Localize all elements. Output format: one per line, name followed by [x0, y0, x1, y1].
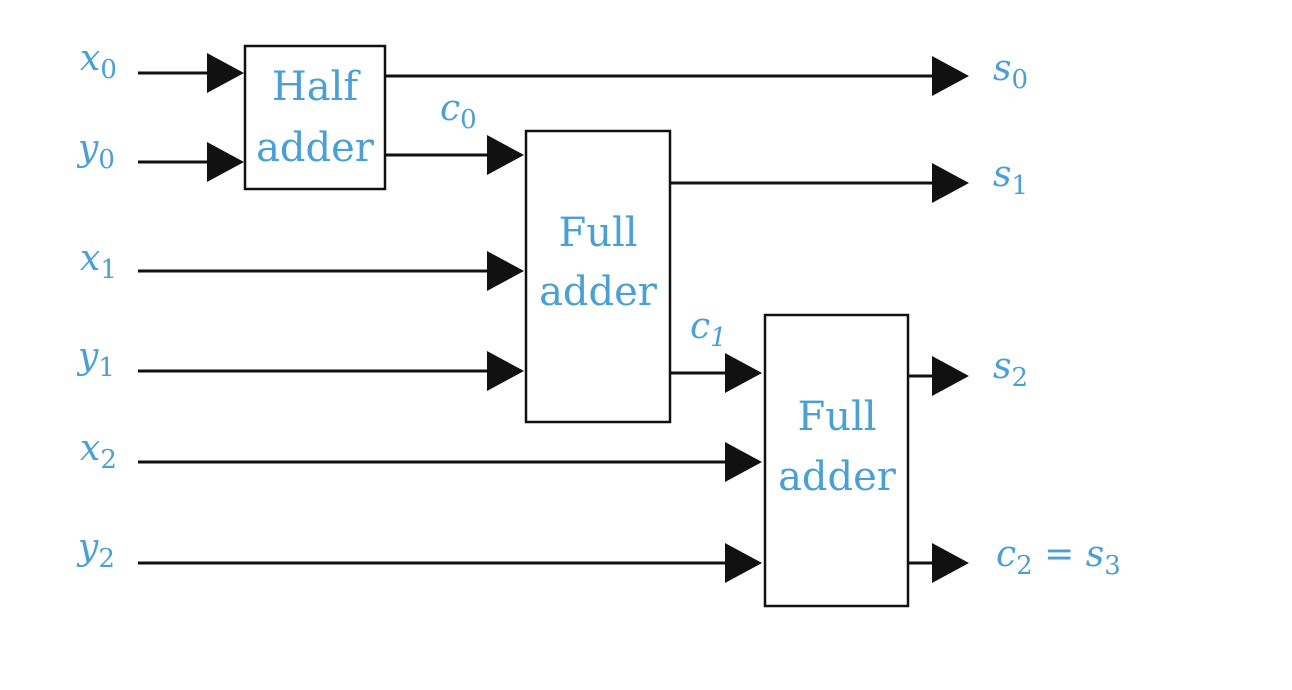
full-adder-2-label-line1: Full: [797, 394, 876, 440]
arrowhead-y1: [487, 351, 524, 391]
input-label-x0: x0: [80, 38, 117, 85]
full-adder-1-box: [524, 129, 672, 424]
arrowhead-c0: [487, 135, 524, 175]
half-adder-label-line2: adder: [256, 125, 375, 171]
arrowhead-x1: [487, 251, 524, 291]
input-label-y1: y1: [76, 336, 115, 383]
arrowhead-x2: [725, 442, 762, 482]
full-adder-2-box: [763, 313, 910, 608]
full-adder-2-label-line2: adder: [778, 454, 897, 500]
output-label-s1: s1: [993, 154, 1028, 201]
arrowhead-s2: [932, 356, 969, 396]
output-label-s0: s0: [993, 48, 1028, 95]
arrowhead-c1: [725, 353, 762, 393]
carry-labels: c0 c1: [440, 88, 727, 353]
carry-label-c1: c1: [690, 306, 727, 353]
output-label-s2: s2: [993, 346, 1028, 393]
half-adder-box: [243, 44, 387, 191]
arrowhead-x0: [207, 53, 244, 93]
input-label-y0: y0: [76, 128, 115, 175]
half-adder-block: Half adder: [243, 44, 387, 191]
arrowhead-y2: [725, 543, 762, 583]
half-adder-label-line1: Half: [272, 64, 362, 110]
full-adder-1-block: Full adder: [524, 129, 672, 424]
input-label-x1: x1: [80, 238, 117, 285]
carry-label-c0: c0: [440, 88, 477, 135]
arrowhead-s0: [932, 56, 969, 96]
input-label-x2: x2: [80, 428, 117, 475]
output-label-c2-equals-s3: c2 = s3: [996, 534, 1121, 581]
arrowheads: [207, 53, 969, 583]
arrowhead-s1: [932, 163, 969, 203]
wires: [138, 71, 935, 565]
arrowhead-s3: [932, 543, 969, 583]
full-adder-1-label-line2: adder: [539, 269, 658, 315]
input-label-y2: y2: [76, 527, 115, 574]
arrowhead-y0: [207, 142, 244, 182]
output-labels: s0 s1 s2 c2 = s3: [993, 48, 1121, 581]
full-adder-2-block: Full adder: [763, 313, 910, 608]
input-labels: x0 y0 x1 y1 x2 y2: [76, 38, 117, 574]
full-adder-1-label-line1: Full: [558, 210, 637, 256]
